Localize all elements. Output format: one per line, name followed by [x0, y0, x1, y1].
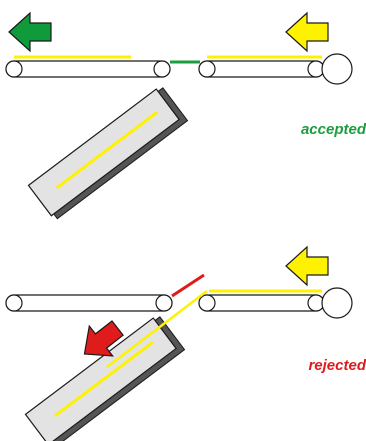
arrow-down-left-icon: [83, 320, 124, 357]
right-conveyor-belt: [198, 287, 353, 319]
product-falling: [106, 290, 208, 368]
tray-product-line: [55, 110, 159, 190]
arrow-left-icon: [285, 245, 329, 287]
right-conveyor-belt: [198, 53, 353, 85]
accepted-scenario: accepted: [5, 11, 366, 220]
status-label-rejected: rejected: [308, 357, 366, 374]
arrow-left-icon: [8, 11, 52, 53]
tray-product-line: [54, 341, 154, 417]
left-conveyor-belt: [5, 294, 173, 312]
arrow-left-icon: [285, 11, 329, 53]
left-conveyor-belt: [5, 60, 171, 78]
status-label-accepted: accepted: [301, 121, 366, 138]
gate-rejected: [171, 273, 205, 298]
reject-tray: [27, 87, 189, 220]
rejected-scenario: rejected: [5, 245, 366, 441]
